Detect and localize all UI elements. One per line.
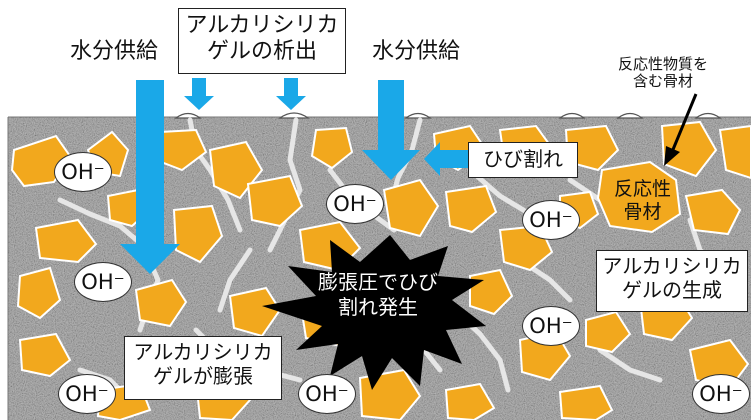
reactive-aggregate-label: 反応性 骨材	[614, 178, 671, 224]
water-arrow-middle	[362, 80, 420, 180]
hydroxide-ion: OH⁻	[54, 152, 112, 192]
expansion-crack-line2: 割れ発生	[338, 295, 418, 319]
gel-expansion-label: アルカリシリカ ゲルが膨張	[124, 336, 282, 400]
hydroxide-ion: OH⁻	[74, 262, 132, 302]
water-supply-label-right: 水分供給	[372, 39, 461, 64]
water-arrow-left	[120, 80, 180, 274]
gel-expansion-line2: ゲルが膨張	[153, 363, 253, 388]
water-arrows	[120, 78, 470, 274]
hydroxide-ion: OH⁻	[58, 374, 116, 414]
hydroxide-text: OH⁻	[333, 192, 377, 216]
reactive-aggregate-line1: 反応性	[614, 178, 672, 200]
hydroxide-text: OH⁻	[61, 160, 105, 184]
hydroxide-ion: OH⁻	[298, 374, 356, 414]
surface-gel-deposits	[174, 112, 722, 119]
aggregate-particles	[10, 120, 751, 420]
crack-label: ひび割れ	[468, 142, 578, 178]
hydroxide-text: OH⁻	[81, 270, 125, 294]
hydroxide-ion: OH⁻	[522, 200, 580, 240]
hydroxide-text: OH⁻	[529, 314, 573, 338]
gel-precipitation-line2: ゲルの析出	[206, 38, 317, 64]
hydroxide-text: OH⁻	[65, 382, 109, 406]
gel-arrow-1	[184, 78, 214, 110]
expansion-crack-label: 膨張圧でひび 割れ発生	[318, 270, 438, 320]
reactive-aggregate-line2: 骨材	[623, 200, 662, 223]
water-supply-label-left: 水分供給	[70, 39, 159, 64]
hydroxide-ion: OH⁻	[522, 306, 580, 346]
gel-arrow-2	[276, 78, 306, 110]
reactive-aggregate-note-line1: 反応性物質を	[618, 55, 709, 73]
hydroxide-text: OH⁻	[305, 382, 349, 406]
hydroxide-text: OH⁻	[699, 382, 743, 406]
reactive-aggregate-note-line2: 含む骨材	[633, 71, 694, 90]
expansion-burst-shape	[262, 235, 486, 390]
gel-precipitation-label: アルカリシリカ ゲルの析出	[178, 8, 346, 74]
gel-expansion-line1: アルカリシリカ	[133, 340, 273, 364]
hydroxide-ion: OH⁻	[692, 374, 750, 414]
expansion-crack-line1: 膨張圧でひび	[318, 270, 438, 294]
hydroxide-ion: OH⁻	[326, 184, 384, 224]
gel-formation-line2: ゲルの生成	[622, 277, 722, 302]
gel-formation-label: アルカリシリカ ゲルの生成	[596, 250, 748, 312]
gel-precipitation-line1: アルカリシリカ	[185, 13, 339, 38]
hydroxide-text: OH⁻	[529, 208, 573, 232]
reactive-aggregate-note: 反応性物質を 含む骨材	[618, 56, 708, 90]
gel-formation-line1: アルカリシリカ	[602, 254, 742, 278]
crack-arrow	[424, 142, 470, 176]
aggregate-pointer-arrow	[664, 93, 698, 166]
